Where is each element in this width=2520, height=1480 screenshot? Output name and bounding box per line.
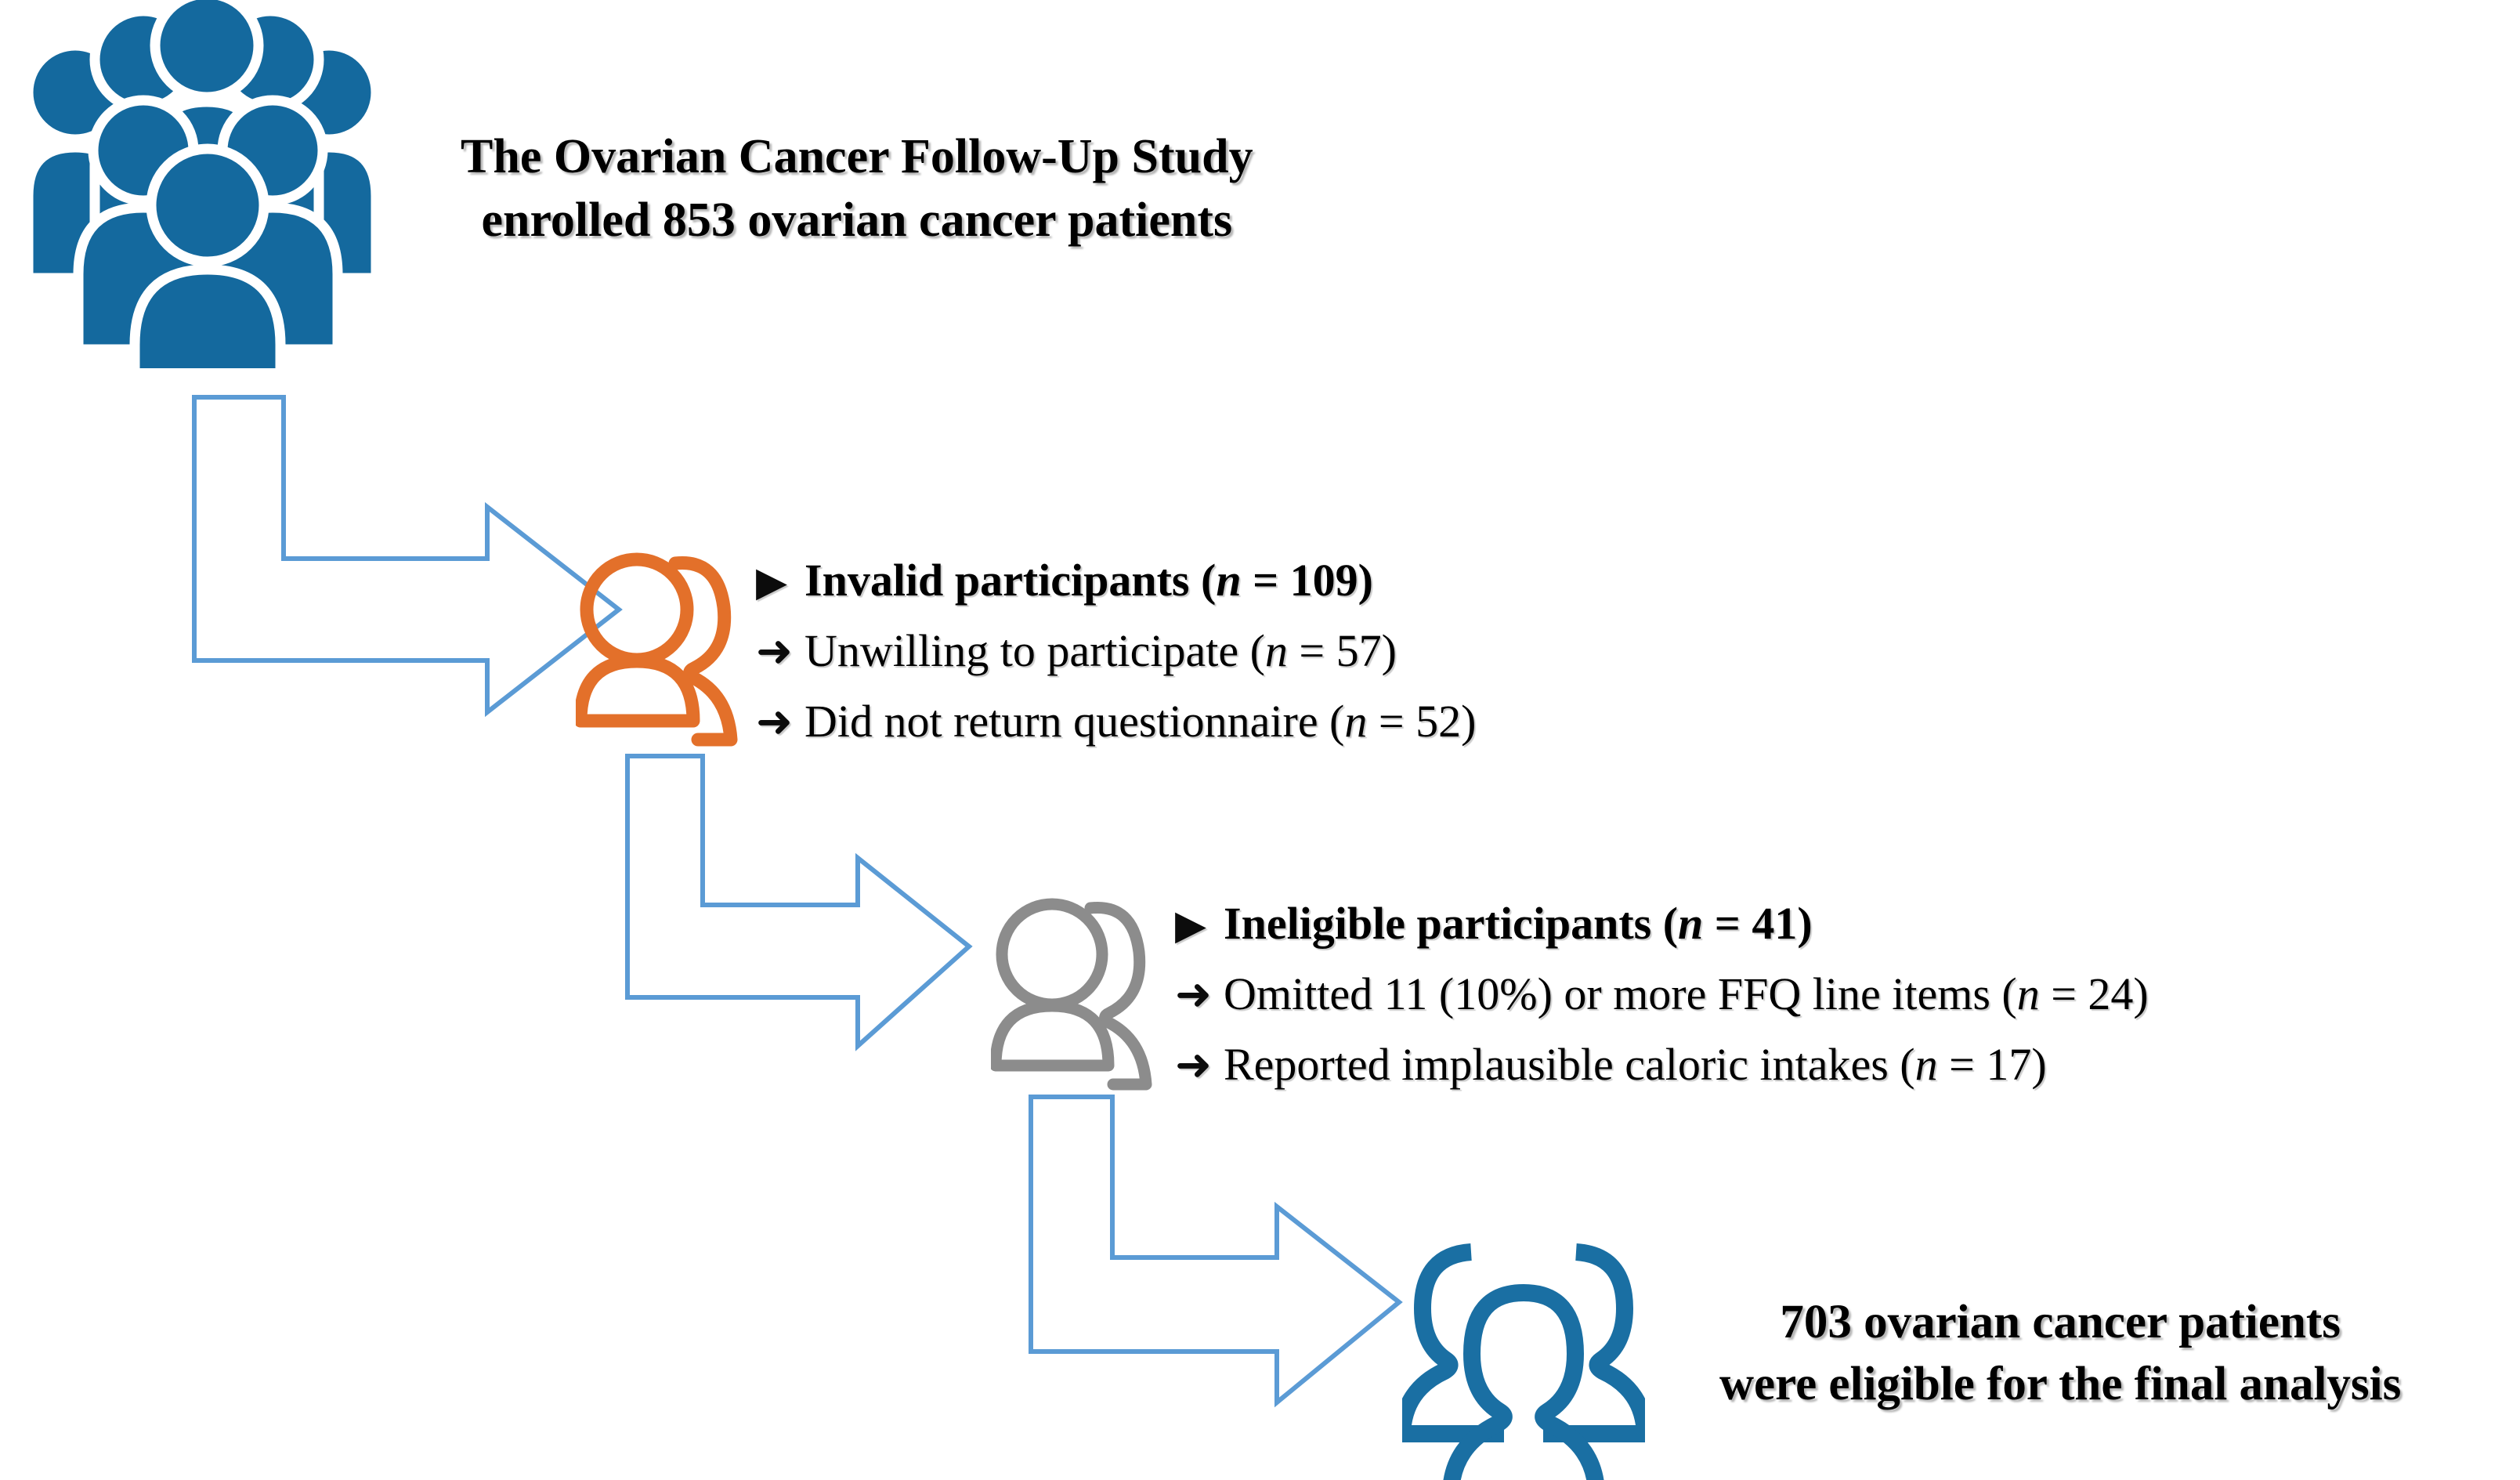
item-n-italic: n: [2016, 968, 2040, 1019]
enrollment-title-line-2: enrolled 853 ovarian cancer patients: [481, 193, 1233, 247]
enrollment-title: The Ovarian Cancer Follow-Up Study enrol…: [461, 125, 1253, 251]
heading-suffix: = 109): [1241, 555, 1373, 606]
exclusion-item-text: Unwilling to participate (n = 57): [804, 628, 1397, 674]
two-people-icon-ineligible: [989, 889, 1187, 1093]
exclusion-item: ➜ Omitted 11 (10%) or more FFQ line item…: [1175, 971, 2149, 1019]
connector-arrow-2: [615, 748, 999, 1058]
exclusion-item-text: Omitted 11 (10%) or more FFQ line items …: [1224, 972, 2149, 1017]
item-n-italic: n: [1914, 1039, 1938, 1090]
heading-n-italic: n: [1216, 555, 1242, 606]
item-suffix: = 17): [1937, 1039, 2047, 1090]
enrollment-title-line-1: The Ovarian Cancer Follow-Up Study: [461, 130, 1253, 183]
arrowhead-bullet-icon: ➜: [1175, 1041, 1212, 1090]
arrowhead-bullet-icon: ➜: [756, 698, 793, 747]
heading-suffix: = 41): [1703, 898, 1813, 949]
exclusion-item: ➜ Reported implausible caloric intakes (…: [1175, 1041, 2149, 1090]
exclusion-item: ➜ Did not return questionnaire (n = 52): [756, 698, 1476, 747]
exclusion-item-text: Reported implausible caloric intakes (n …: [1224, 1042, 2047, 1087]
arrowhead-bullet-icon: ➜: [1175, 971, 1212, 1019]
exclusion-heading-ineligible: ▶ Ineligible participants (n = 41): [1175, 901, 2149, 946]
exclusion-item: ➜ Unwilling to participate (n = 57): [756, 628, 1476, 676]
item-suffix: = 52): [1367, 696, 1477, 747]
item-suffix: = 24): [2039, 968, 2149, 1019]
connector-arrow-3: [1018, 1089, 1434, 1418]
heading-prefix: Ineligible participants (: [1224, 898, 1679, 949]
final-text-line-2: were eligible for the final analysis: [1719, 1358, 2402, 1411]
exclusion-heading-text: Invalid participants (n = 109): [804, 558, 1373, 603]
item-n-italic: n: [1264, 625, 1288, 676]
heading-n-italic: n: [1678, 898, 1704, 949]
exclusion-block-ineligible: ▶ Ineligible participants (n = 41) ➜ Omi…: [1175, 901, 2149, 1090]
three-people-group-icon: [1394, 1230, 1654, 1480]
item-prefix: Unwilling to participate (: [804, 625, 1265, 676]
two-people-icon-invalid: [573, 545, 772, 748]
item-prefix: Reported implausible caloric intakes (: [1224, 1039, 1915, 1090]
crowd-of-people-icon: [0, 0, 407, 416]
triangle-bullet-icon: ▶: [1175, 903, 1206, 948]
triangle-bullet-icon: ▶: [756, 560, 787, 605]
heading-prefix: Invalid participants (: [804, 555, 1217, 606]
exclusion-heading-text: Ineligible participants (n = 41): [1224, 901, 1813, 946]
connector-arrow-1: [180, 388, 666, 725]
item-n-italic: n: [1344, 696, 1368, 747]
exclusion-item-text: Did not return questionnaire (n = 52): [804, 699, 1476, 744]
final-text-line-1: 703 ovarian cancer patients: [1780, 1296, 2341, 1348]
arrowhead-bullet-icon: ➜: [756, 628, 793, 676]
item-suffix: = 57): [1287, 625, 1397, 676]
exclusion-heading-invalid: ▶ Invalid participants (n = 109): [756, 558, 1476, 603]
item-prefix: Did not return questionnaire (: [804, 696, 1345, 747]
item-prefix: Omitted 11 (10%) or more FFQ line items …: [1224, 968, 2017, 1019]
final-analysis-text: 703 ovarian cancer patients were eligibl…: [1719, 1291, 2401, 1416]
exclusion-block-invalid: ▶ Invalid participants (n = 109) ➜ Unwil…: [756, 558, 1476, 747]
